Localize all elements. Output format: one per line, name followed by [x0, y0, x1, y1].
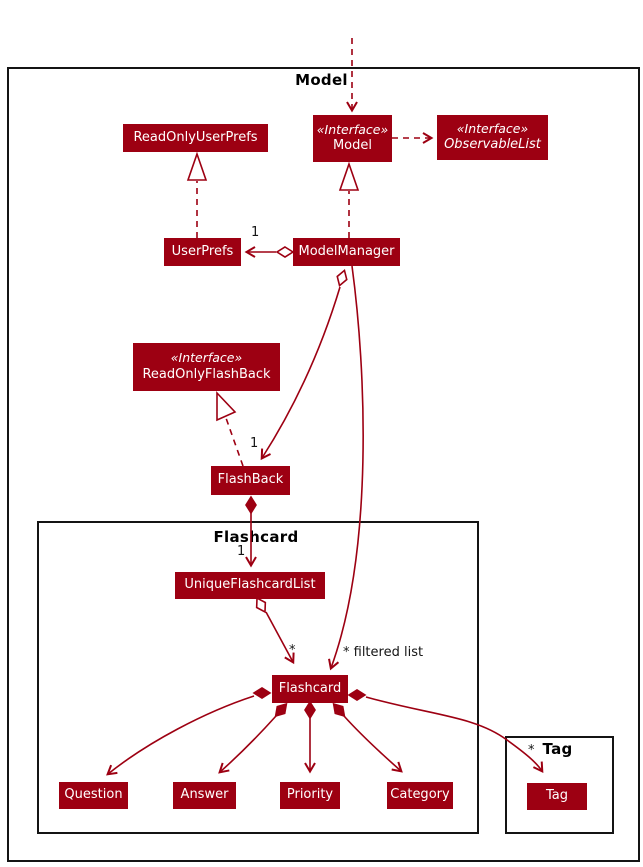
- composition-flashcard-answer-diamond-icon: [274, 702, 288, 718]
- multiplicity-flashback: 1: [250, 436, 259, 451]
- multiplicity-filtered-list: * filtered list: [343, 645, 424, 660]
- frame-model-label: Model: [295, 71, 348, 89]
- realization-userprefs-triangle-icon: [186, 151, 208, 181]
- multiplicity-flashcard: *: [289, 643, 296, 658]
- class-userprefs: UserPrefs: [164, 238, 241, 266]
- realization-flashback-line: [225, 417, 244, 467]
- class-observablelist-interface: «Interface» ObservableList: [437, 115, 548, 160]
- class-modelmanager: ModelManager: [293, 238, 400, 266]
- class-observablelist-name: ObservableList: [444, 137, 541, 153]
- composition-flashcard-tag-diamond-icon: [347, 689, 367, 701]
- class-userprefs-name: UserPrefs: [171, 243, 234, 259]
- multiplicity-uniqueflashcardlist: 1: [237, 544, 246, 559]
- composition-flashcard-question-line: [106, 695, 255, 776]
- frame-flashcard: [37, 521, 479, 834]
- class-flashcard-name: Flashcard: [278, 680, 342, 696]
- aggregation-uniquelist-flashcard-line: [265, 611, 295, 665]
- class-answer-name: Answer: [180, 787, 229, 803]
- class-model-interface: «Interface» Model: [313, 115, 392, 162]
- multiplicity-userprefs: 1: [251, 225, 260, 240]
- class-flashcard: Flashcard: [272, 675, 348, 703]
- multiplicity-tag: *: [528, 743, 535, 758]
- class-uniqueflashcardlist: UniqueFlashcardList: [175, 572, 325, 599]
- association-modelmanager-filteredlist-line: [328, 265, 364, 671]
- class-uniqueflashcardlist-name: UniqueFlashcardList: [184, 577, 316, 593]
- composition-flashback-uniquelist-diamond-icon: [245, 495, 257, 515]
- class-flashback: FlashBack: [211, 466, 290, 495]
- composition-flashcard-category-line: [343, 715, 403, 773]
- class-tag-name: Tag: [545, 788, 568, 804]
- aggregation-modelmanager-userprefs-diamond-icon: [275, 246, 295, 258]
- class-readonlyuserprefs: ReadOnlyUserPrefs: [123, 124, 268, 152]
- frame-tag: [505, 736, 614, 834]
- class-question: Question: [59, 782, 128, 809]
- composition-flashcard-category-diamond-icon: [332, 702, 346, 718]
- class-readonlyflashback-name: ReadOnlyFlashBack: [142, 366, 271, 382]
- frame-flashcard-label: Flashcard: [213, 528, 299, 546]
- aggregation-modelmanager-flashback-line: [260, 286, 341, 461]
- composition-flashcard-answer-line: [218, 715, 277, 774]
- class-readonlyflashback-stereotype: «Interface»: [170, 350, 243, 366]
- aggregation-modelmanager-flashback-diamond-icon: [336, 268, 348, 288]
- class-category-name: Category: [390, 787, 450, 803]
- composition-flashcard-tag-line: [365, 696, 544, 774]
- class-readonlyflashback-interface: «Interface» ReadOnlyFlashBack: [133, 343, 280, 391]
- class-priority-name: Priority: [286, 787, 334, 803]
- class-modelmanager-name: ModelManager: [298, 243, 395, 259]
- composition-flashcard-priority-diamond-icon: [304, 700, 316, 720]
- aggregation-uniquelist-flashcard-diamond-icon: [255, 596, 267, 614]
- class-answer: Answer: [173, 782, 236, 809]
- class-flashback-name: FlashBack: [217, 472, 284, 488]
- class-question-name: Question: [64, 787, 123, 803]
- frame-model: [7, 67, 640, 862]
- class-model-stereotype: «Interface»: [316, 121, 389, 137]
- realization-flashback-triangle-icon: [216, 390, 237, 422]
- class-readonlyuserprefs-name: ReadOnlyUserPrefs: [133, 129, 258, 145]
- class-priority: Priority: [280, 782, 340, 809]
- class-tag: Tag: [527, 783, 587, 810]
- class-model-name: Model: [332, 138, 373, 154]
- composition-flashcard-question-diamond-icon: [252, 687, 272, 699]
- realization-modelmanager-triangle-icon: [338, 161, 360, 191]
- class-category: Category: [387, 782, 453, 809]
- class-observablelist-stereotype: «Interface»: [456, 120, 529, 136]
- frame-tag-label: Tag: [542, 740, 573, 758]
